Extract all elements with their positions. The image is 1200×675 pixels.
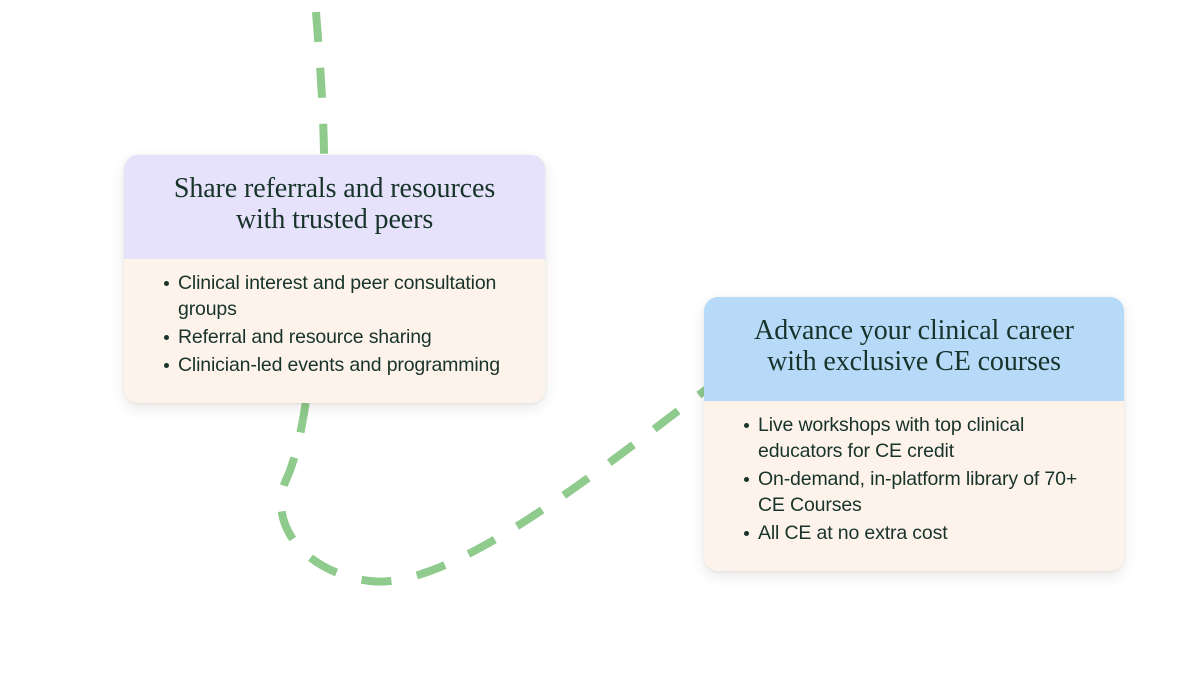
card-header-share-referrals: Share referrals and resources with trust… (124, 155, 545, 259)
card-bullet-list: Live workshops with top clinical educato… (722, 413, 1106, 547)
list-item: Clinical interest and peer consultation … (164, 271, 527, 323)
card-title-line-2: with exclusive CE courses (767, 346, 1061, 378)
list-item: Referral and resource sharing (164, 325, 527, 351)
list-item: Live workshops with top clinical educato… (744, 413, 1106, 465)
card-title-line-2: with trusted peers (235, 204, 434, 236)
card-title-line-1: Advance your clinical career (754, 315, 1074, 346)
card-body-share-referrals: Clinical interest and peer consultation … (124, 259, 545, 403)
card-header-advance-ce: Advance your clinical career with exclus… (704, 297, 1124, 401)
card-body-advance-ce: Live workshops with top clinical educato… (704, 401, 1124, 571)
card-bullet-list: Clinical interest and peer consultation … (142, 271, 527, 379)
list-item: All CE at no extra cost (744, 521, 1106, 547)
card-title-line-1: Share referrals and resources (173, 173, 496, 204)
list-item: Clinician-led events and programming (164, 353, 527, 379)
card-share-referrals: Share referrals and resources with trust… (124, 155, 545, 403)
list-item: On-demand, in-platform library of 70+ CE… (744, 467, 1106, 519)
card-advance-ce: Advance your clinical career with exclus… (704, 297, 1124, 571)
